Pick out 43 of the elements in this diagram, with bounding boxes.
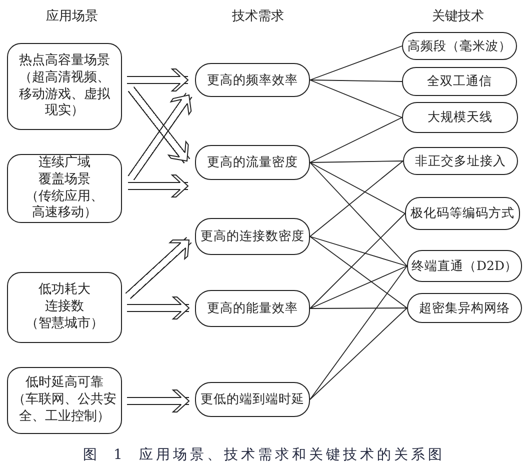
connector-line [310,160,404,237]
connector-line [310,46,402,80]
rounded-box: 更高的连接数密度 [195,218,310,255]
connector-line [310,266,408,400]
rounded-box: 更高的能量效率 [195,290,310,327]
rounded-box: 更高的流量密度 [195,145,310,180]
connector-line [310,160,404,163]
connector-line [310,236,408,266]
connector-line [310,213,406,309]
connector-line [310,80,402,82]
connector-line [310,236,408,308]
rounded-box [7,367,122,434]
connector-line [310,162,408,266]
box-heading: 连续广域覆盖场景 [38,154,92,188]
column-heading: 关键技术 [432,8,484,25]
box-heading: 低功耗大连接数 [38,282,92,316]
rounded-box: 非正交多址接入 [403,147,518,175]
box-text: （超高清视频、移动游戏、虚拟现实） [18,70,111,120]
connector-line [310,80,402,118]
rounded-box: 全双工通信 [402,67,517,96]
rounded-box: 更低的端到端时延 [195,382,310,417]
rounded-box: 终端直通（D2D） [407,250,522,282]
connector-line [310,266,408,309]
rounded-box: 大规模天线 [402,102,518,133]
rounded-box [7,43,122,130]
connector-line [310,308,408,400]
rounded-box: 高频段（毫米波） [402,32,517,60]
column-heading: 技术需求 [232,8,284,25]
box-text: （智慧城市） [26,316,104,333]
box-heading: 低时延高可靠 [26,375,104,392]
rounded-box [7,154,122,223]
rounded-box: 更高的频率效率 [195,63,310,97]
connector-line [310,308,408,309]
column-heading: 应用场景 [46,8,98,25]
figure-caption: 图 1 应用场景、技术需求和关键技术的关系图 [83,446,445,464]
box-heading: 热点高容量场景 [19,52,110,70]
box-text: （车联网、公共安全、工业控制） [12,392,118,426]
rounded-box [7,272,122,343]
connector-line [310,162,406,214]
rounded-box: 超密集异构网络 [407,293,522,323]
connector-line [310,117,402,163]
rounded-box: 极化码等编码方式 [405,197,520,230]
box-text: （传统应用、高速移动） [24,188,104,222]
